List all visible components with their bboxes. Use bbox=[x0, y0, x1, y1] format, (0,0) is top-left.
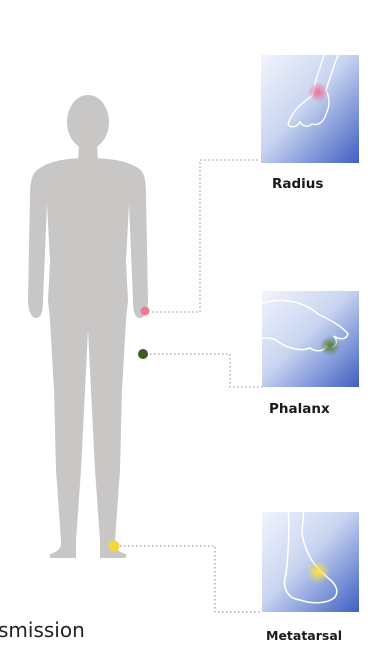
radius-panel bbox=[261, 18, 359, 163]
radius-label: Radius bbox=[272, 176, 323, 192]
radius-glow bbox=[308, 82, 328, 102]
metatarsal-label: Metatarsal bbox=[266, 628, 342, 643]
footer-text: smission bbox=[0, 618, 85, 642]
radius-leader-line bbox=[152, 160, 260, 312]
metatarsal-panel bbox=[262, 506, 359, 612]
metatarsal-marker bbox=[109, 541, 120, 552]
metatarsal-leader-line bbox=[120, 546, 262, 612]
phalanx-marker bbox=[138, 349, 148, 359]
radius-marker bbox=[141, 307, 150, 316]
human-silhouette bbox=[28, 95, 148, 558]
phalanx-glow bbox=[320, 336, 340, 356]
metatarsal-glow bbox=[306, 560, 330, 584]
phalanx-label: Phalanx bbox=[269, 401, 330, 417]
phalanx-leader-line bbox=[150, 354, 262, 387]
phalanx-panel bbox=[254, 291, 359, 387]
